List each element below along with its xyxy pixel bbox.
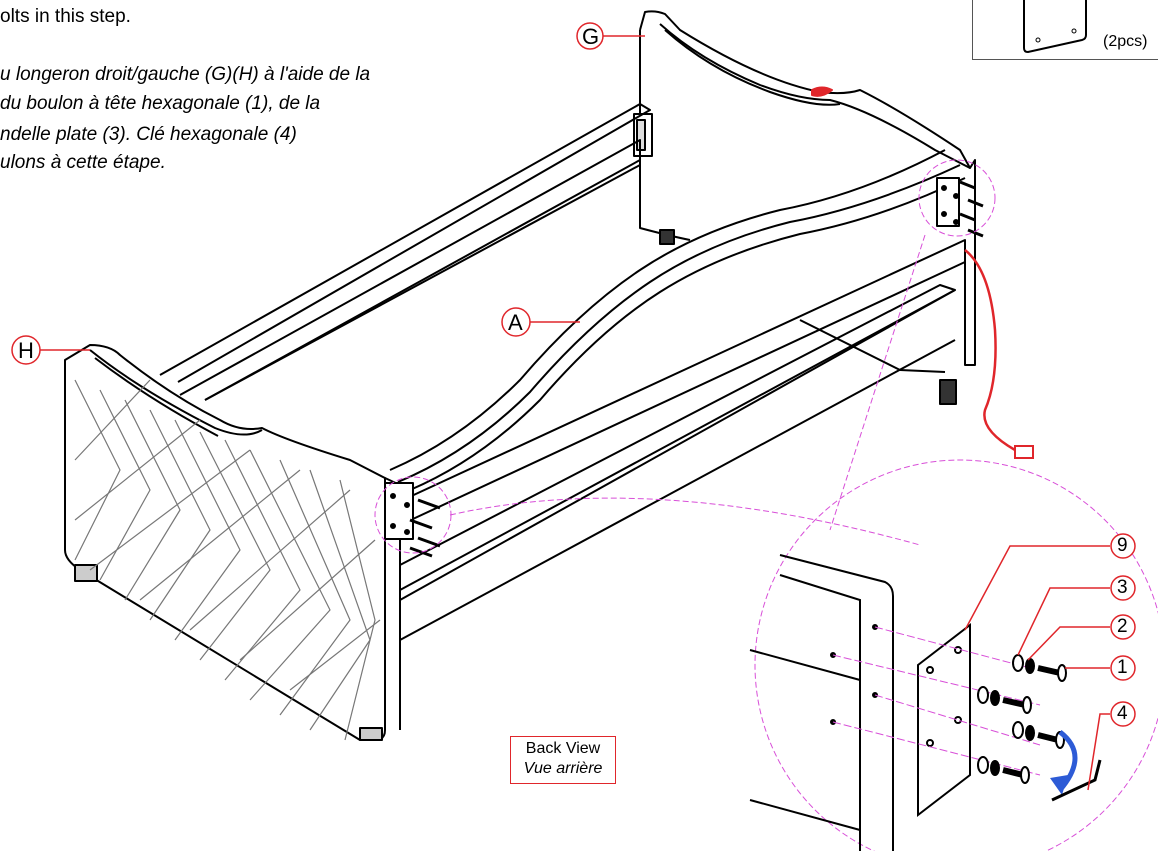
power-cord [964,249,1016,452]
connector-plate-icon [1023,0,1087,54]
callout-2: 2 [1117,616,1128,637]
instruction-fr-line-2: du boulon à tête hexagonale (1), de la [0,93,321,114]
support-slat-a [389,149,966,491]
tufting-pattern [74,379,381,741]
back-view-fr: Vue arrière [523,760,603,777]
callout-g: G [582,24,600,49]
back-view-en: Back View [525,740,601,757]
detail-view [749,554,971,851]
instruction-fr-line-4: ulons à cette étape. [0,152,166,173]
side-panel-h [64,344,401,741]
instruction-fr-line-1: u longeron droit/gauche (G)(H) à l'aide … [0,64,371,85]
instruction-en-line: olts in this step. [0,6,131,27]
bracket-left [384,482,414,540]
side-panel-g [633,10,976,405]
detail-guides [374,159,1158,851]
callout-3: 3 [1117,577,1128,598]
hex-key-icon [1051,759,1102,802]
back-rail [159,103,651,401]
quantity-label: (2pcs) [1103,33,1148,50]
callout-9: 9 [1117,535,1128,556]
hardware-set [977,654,1067,784]
arrow-head-icon [1050,775,1068,795]
bolts [409,180,984,558]
callout-a: A [508,310,523,335]
callout-4: 4 [1117,703,1128,724]
bracket-right [936,177,960,227]
callout-1: 1 [1117,657,1128,678]
instruction-fr-line-3: ndelle plate (3). Clé hexagonale (4) [0,124,297,145]
power-plug-icon [1014,445,1034,459]
callout-h: H [18,338,34,363]
back-view-note: Back View Vue arrière [510,736,616,784]
